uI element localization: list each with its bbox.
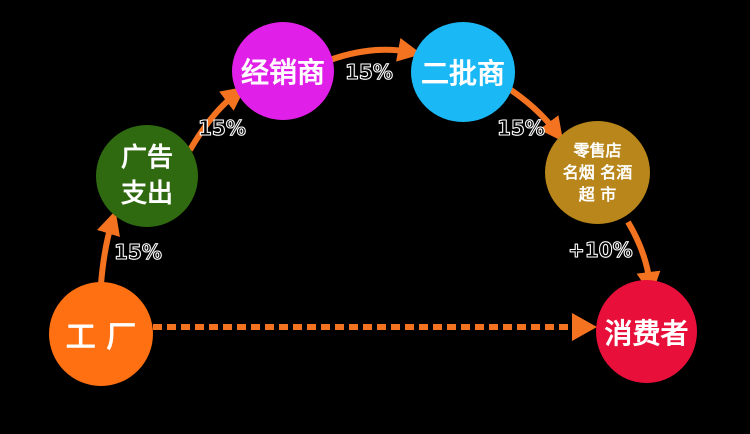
node-dealer: 经销商: [232, 22, 334, 120]
node-ad-line-2: 支出: [120, 179, 173, 209]
node-dealer-label: 经销商: [240, 56, 325, 89]
arrow-ad-to-dealer: [187, 86, 246, 152]
node-second-label: 二批商: [420, 57, 505, 90]
arrowhead-factory-to-consumer: [572, 313, 597, 341]
node-factory: 工 厂: [49, 282, 153, 386]
node-consumer-label: 消费者: [604, 316, 689, 350]
node-retail-line-1: 零售店: [573, 140, 622, 160]
node-retail-line-3: 超 市: [578, 184, 617, 204]
markup-second-to-retail: 15%: [497, 116, 546, 141]
markup-retail-to-consumer: +10%: [568, 238, 634, 263]
node-factory-label: 工 厂: [65, 320, 137, 355]
markup-ad-to-dealer: 15%: [198, 116, 247, 141]
node-second-wholesaler: 二批商: [411, 22, 515, 122]
node-ad-line-1: 广告: [120, 143, 173, 173]
arrow-retail-to-consumer: [625, 220, 661, 296]
node-ad-spending: 广告 支出: [96, 125, 198, 227]
markup-factory-to-ad: 15%: [114, 240, 163, 265]
node-retail-line-2: 名烟 名酒: [562, 162, 633, 182]
markup-dealer-to-second: 15%: [345, 60, 394, 85]
arrow-factory-to-ad: [97, 210, 120, 285]
node-consumer: 消费者: [596, 280, 697, 383]
arrow-second-to-retail: [506, 85, 564, 142]
arrow-dealer-to-second: [328, 38, 422, 63]
node-retail: 零售店 名烟 名酒 超 市: [545, 121, 650, 224]
